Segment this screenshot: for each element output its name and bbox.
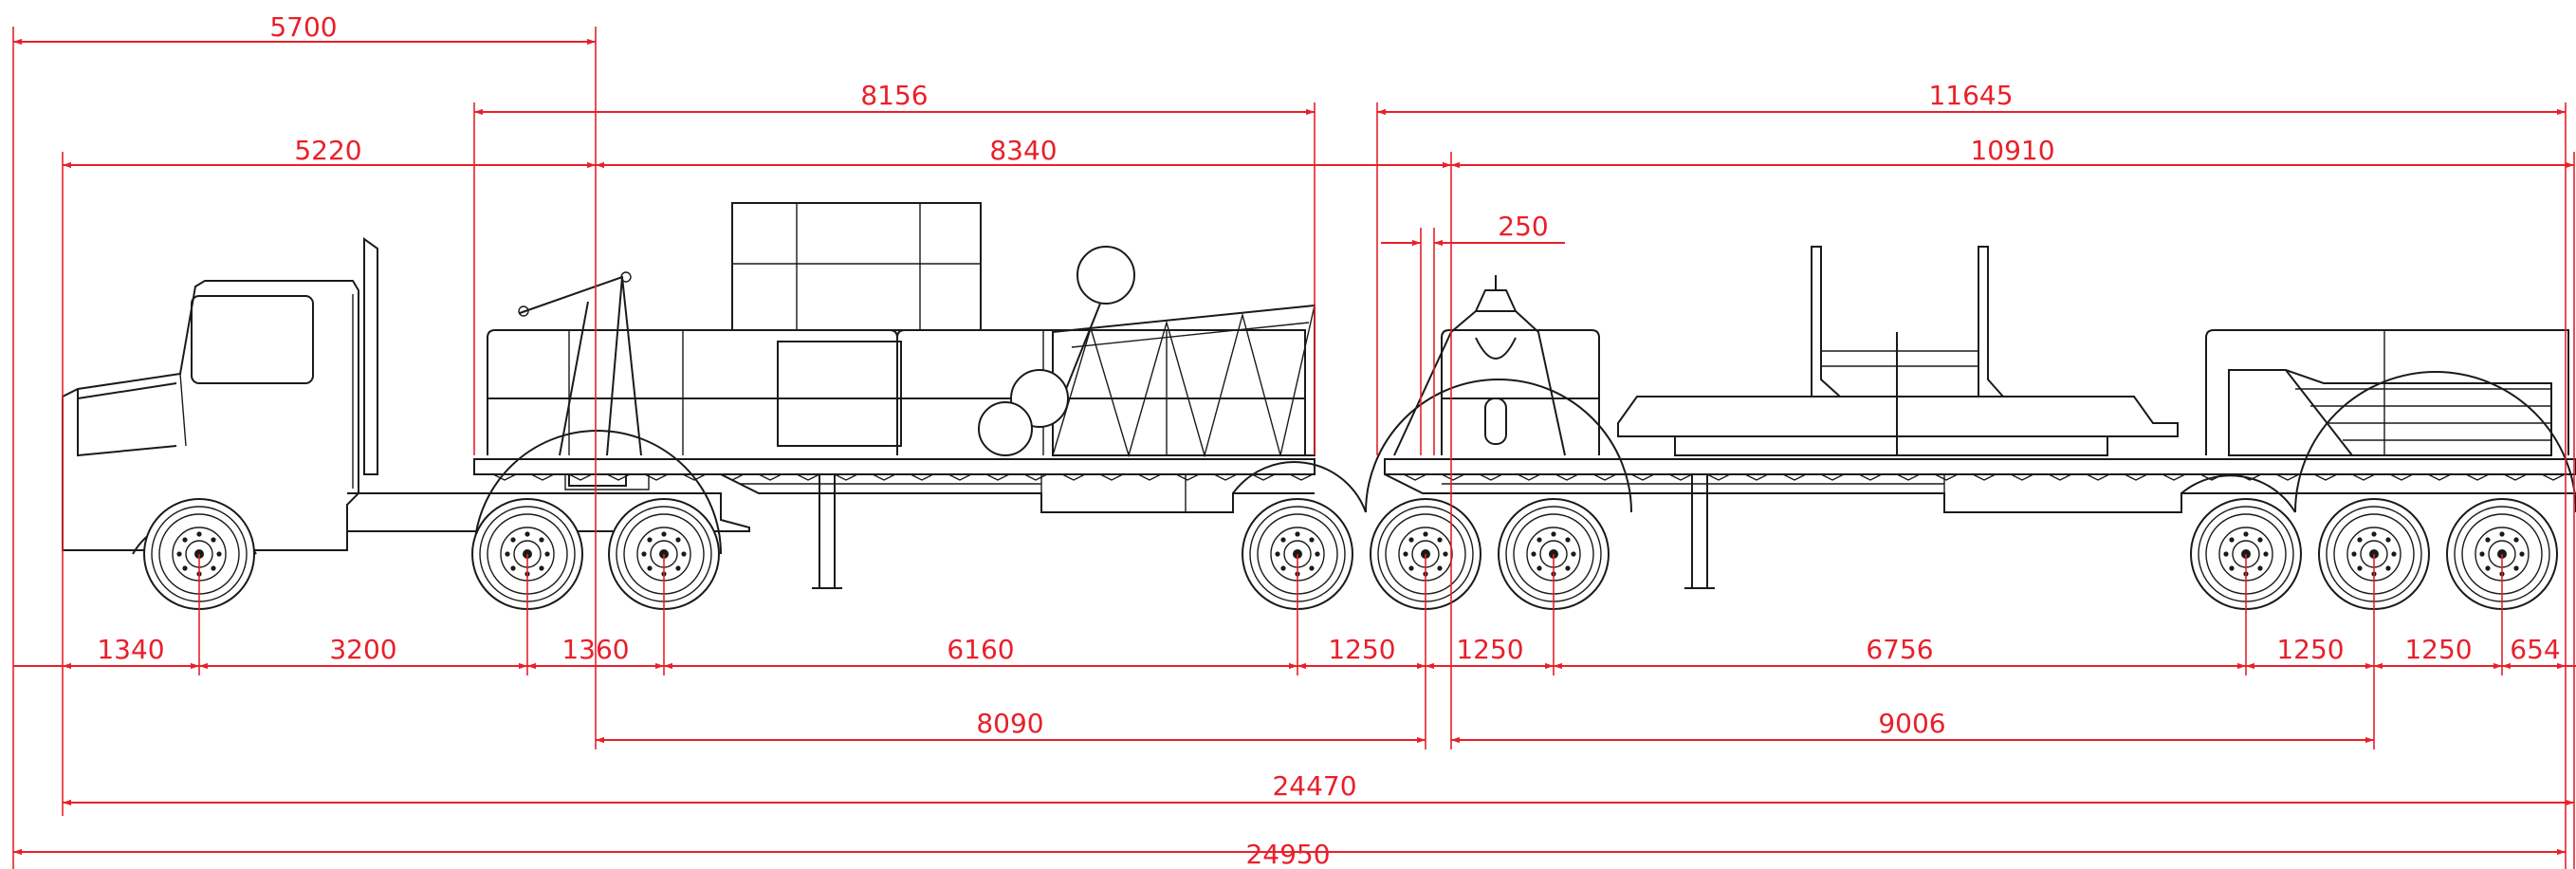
dim-250: 250 <box>1498 211 1548 242</box>
dim-5220: 5220 <box>294 135 361 166</box>
dim-3200: 3200 <box>329 634 396 665</box>
dimension-labels: 5700 8156 11645 5220 8340 10910 250 1340… <box>97 11 2560 869</box>
dimension-lines <box>13 38 2576 856</box>
dim-1250-b: 1250 <box>1456 634 1523 665</box>
dim-9006: 9006 <box>1878 708 1945 739</box>
dim-5700: 5700 <box>269 11 337 43</box>
trailer-1 <box>473 202 1632 589</box>
dim-1250-d: 1250 <box>2404 634 2472 665</box>
dim-6160: 6160 <box>947 634 1014 665</box>
dim-24470: 24470 <box>1272 770 1356 802</box>
dim-10910: 10910 <box>1970 135 2054 166</box>
dim-8090: 8090 <box>976 708 1043 739</box>
dim-8340: 8340 <box>989 135 1057 166</box>
dim-6756: 6756 <box>1866 634 1933 665</box>
deck-teeth-2 <box>1403 473 2566 481</box>
dim-11645: 11645 <box>1928 80 2013 111</box>
extension-lines <box>12 27 2575 869</box>
dim-1250-a: 1250 <box>1328 634 1395 665</box>
trailer-2 <box>1384 246 2576 589</box>
dim-1250-c: 1250 <box>2276 634 2344 665</box>
dim-1360: 1360 <box>561 634 629 665</box>
dim-654: 654 <box>2510 634 2560 665</box>
deck-teeth-1 <box>492 473 1314 481</box>
dim-1340: 1340 <box>97 634 164 665</box>
dim-8156: 8156 <box>860 80 928 111</box>
wheels <box>143 498 2558 610</box>
dim-24950: 24950 <box>1245 839 1330 869</box>
